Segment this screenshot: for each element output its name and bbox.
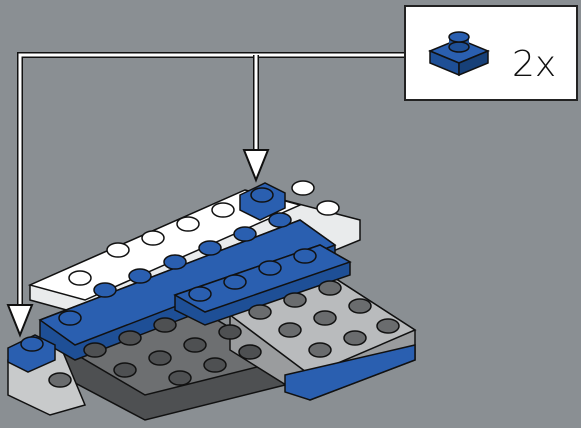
arrow-left-head (8, 305, 32, 335)
new-stud-right (251, 188, 273, 202)
blue-1x1-plate-icon (426, 29, 492, 79)
new-stud-left (21, 337, 43, 351)
parts-callout: 2x (404, 5, 578, 101)
part-quantity: 2x (512, 47, 556, 83)
arrow-right-head (244, 150, 268, 180)
